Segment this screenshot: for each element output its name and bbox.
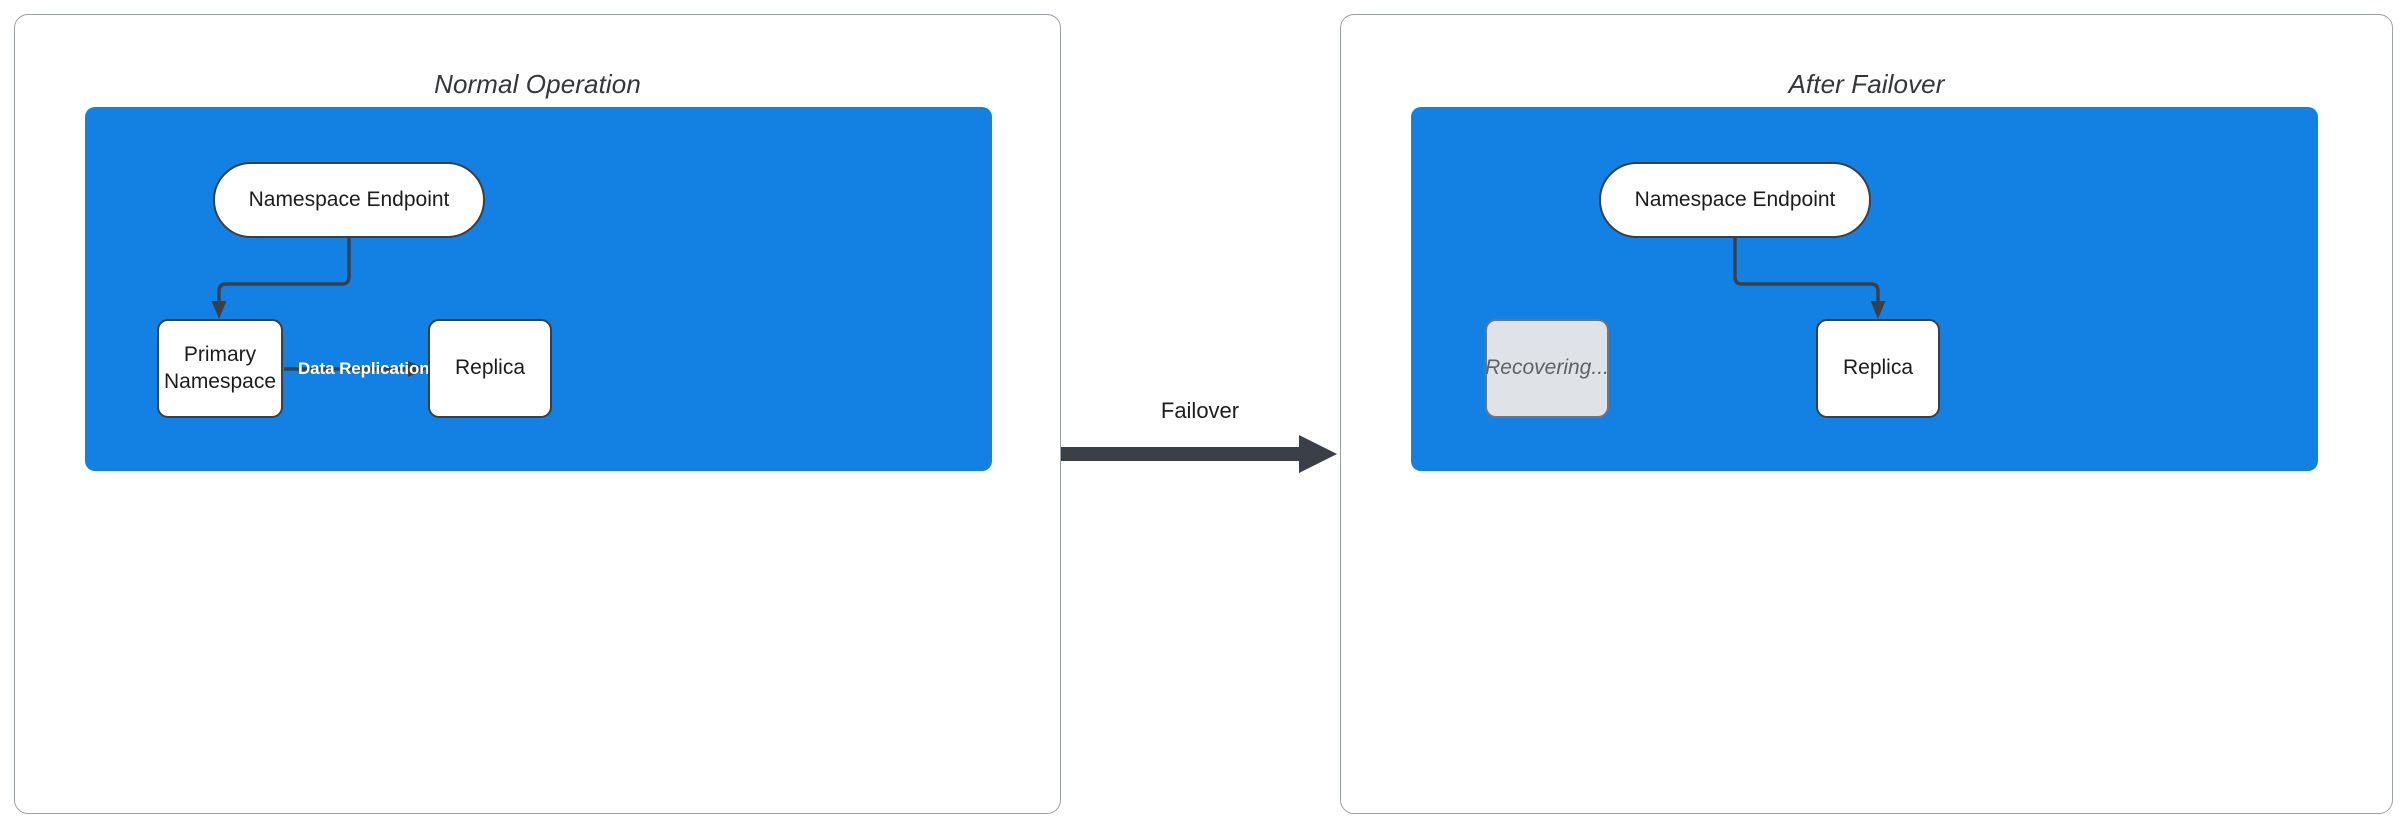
panel-title-normal-operation: Normal Operation (434, 69, 641, 99)
node-label: Namespace Endpoint (1634, 187, 1836, 211)
panel-normal-operation: Normal Operation Namespace Endpoint Prim… (14, 14, 1061, 814)
node-primary-namespace[interactable]: Primary Namespace (157, 319, 283, 418)
panel-after-failover: After Failover Namespace Endpoint Recove… (1340, 14, 2393, 814)
node-label: Replica (454, 356, 526, 380)
failover-label: Failover (1160, 398, 1240, 423)
node-replica-normal[interactable]: Replica (428, 319, 552, 418)
node-label: Replica (1842, 356, 1914, 380)
failover-arrow-icon (1061, 435, 1337, 473)
node-label: Recovering... (1485, 356, 1609, 380)
node-recovering-namespace[interactable]: Recovering... (1485, 319, 1609, 418)
node-replica-failover[interactable]: Replica (1816, 319, 1940, 418)
edge-label-data-replication: Data Replication (298, 359, 430, 378)
node-label: Primary Namespace (163, 342, 277, 393)
node-namespace-endpoint-normal[interactable]: Namespace Endpoint (213, 162, 485, 238)
failover-transition: Failover (1061, 398, 1339, 478)
panel-title-after-failover: After Failover (1788, 69, 1945, 99)
region-after-failover: Namespace Endpoint Recovering... Replica (1411, 107, 2318, 471)
node-namespace-endpoint-failover[interactable]: Namespace Endpoint (1599, 162, 1871, 238)
node-label: Namespace Endpoint (248, 187, 450, 211)
region-normal-operation: Namespace Endpoint Primary Namespace Dat… (85, 107, 992, 471)
